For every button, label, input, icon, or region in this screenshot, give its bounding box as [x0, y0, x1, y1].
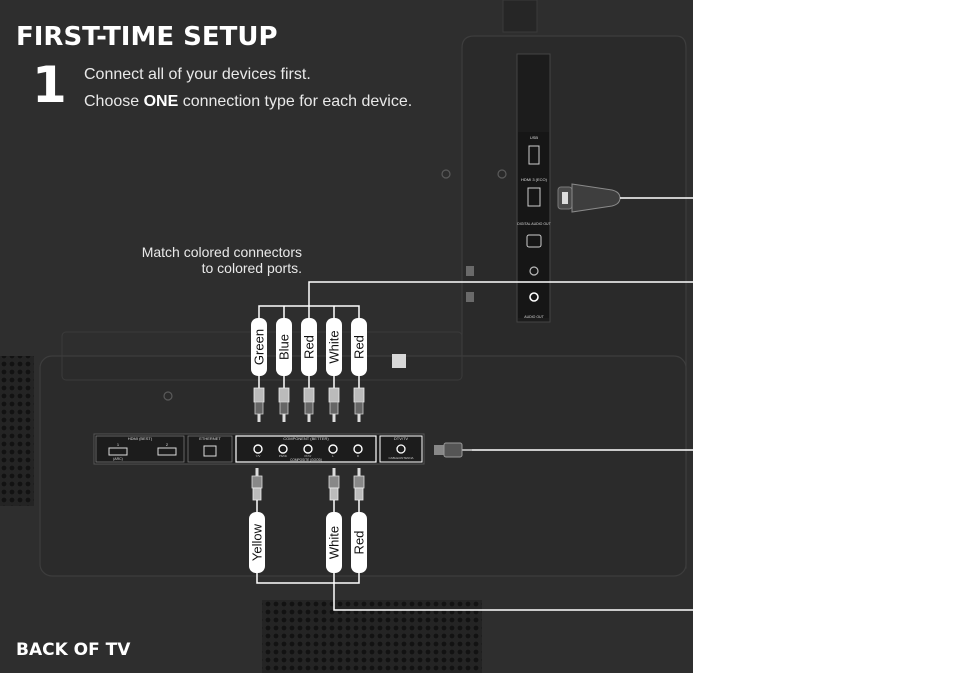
- cable-label-yellow: Yellow: [249, 512, 265, 573]
- ethernet-group: [187, 435, 233, 463]
- cable-label-text: Green: [252, 329, 267, 365]
- page-title: FIRST-TIME SETUP: [16, 22, 278, 52]
- leader-lines: [256, 144, 954, 611]
- hdmi-header: HDMI (BEST): [128, 436, 153, 441]
- cable-label-text: Blue: [277, 334, 292, 360]
- clip: [466, 266, 474, 276]
- composite-label: COMPOSITE (GOOD): [290, 458, 322, 462]
- ethernet-port: [203, 445, 217, 457]
- upper-cable-labels: Green Blue Red White Red: [251, 318, 367, 376]
- usb-label: USB: [530, 135, 539, 140]
- l-label: L: [332, 454, 334, 458]
- instruction-prefix: Choose: [84, 93, 144, 110]
- cable-label: CABLE/ANTENNA: [388, 456, 413, 460]
- hdmi2-port: [157, 447, 177, 456]
- cable-label-green: Green: [251, 318, 267, 376]
- coax-cable-plug: [434, 442, 826, 458]
- l-port: [328, 444, 338, 454]
- step-number: 1: [32, 56, 67, 114]
- hdmi-cable-plug: [557, 183, 826, 213]
- instruction-emphasis: ONE: [143, 93, 179, 110]
- component-group: [235, 435, 377, 463]
- instruction-line-1: Connect all of your devices first.: [84, 66, 311, 83]
- hdmi3-label: HDMI 3 (ECO): [521, 177, 548, 182]
- cable-label-blue: Blue: [276, 318, 292, 376]
- hdmi1-label: 1: [117, 442, 120, 447]
- cable-label-text: Red: [352, 335, 367, 359]
- pb-label: Pb/Cb: [279, 454, 288, 458]
- rca-plug: [353, 468, 365, 512]
- component-header: COMPONENT (BETTER): [283, 436, 329, 441]
- hint-line-2: to colored ports.: [201, 260, 302, 276]
- pr-label: Pr/Cr: [305, 454, 312, 458]
- dtv-group: [379, 435, 423, 463]
- cable-label-red: Red: [351, 512, 367, 573]
- speaker-grille-left: [0, 356, 34, 506]
- hint-line-1: Match colored connectors: [141, 244, 302, 260]
- optical-port: [526, 234, 542, 248]
- hdmi2-label: 2: [166, 442, 169, 447]
- optical-label: DIGITAL AUDIO OUT: [517, 222, 551, 226]
- rca-plug: [328, 468, 340, 512]
- rca-plug: [251, 468, 263, 512]
- cable-label-text: White: [327, 526, 342, 559]
- cable-label-red: Red: [301, 318, 317, 376]
- hdmi1-port: [108, 447, 128, 456]
- back-of-tv-label: BACK OF TV: [16, 640, 131, 660]
- stand-pillar: [502, 0, 538, 33]
- r-port: [353, 444, 363, 454]
- rca-plug: [278, 376, 290, 422]
- clip: [392, 354, 406, 368]
- rca-plug: [253, 376, 265, 422]
- audio-port-2: [529, 292, 539, 302]
- rca-plugs-upper: [253, 376, 365, 422]
- lower-cable-labels: Yellow White Red: [249, 512, 367, 573]
- rca-plug: [303, 376, 315, 422]
- side-port-panel: USB HDMI 3 (ECO) DIGITAL AUDIO OUT AUDIO…: [516, 53, 552, 323]
- y-port: [253, 444, 263, 454]
- hdmi3-port: [527, 187, 541, 207]
- instruction-line-2: Choose ONE connection type for each devi…: [84, 93, 412, 111]
- ethernet-label: ETHERNET: [199, 436, 221, 441]
- rca-plug: [328, 376, 340, 422]
- y-label: Y/V: [256, 454, 261, 458]
- rca-plug: [353, 376, 365, 422]
- bottom-port-panel: HDMI (BEST) 1 (ARC) 2 ETHERNET COMPONENT…: [93, 433, 425, 465]
- hdmi1-sub: (ARC): [113, 457, 123, 461]
- audio-out-label: AUDIO OUT: [524, 315, 544, 319]
- rca-plugs-lower: [251, 468, 365, 512]
- audio-port-1: [529, 266, 539, 276]
- hdmi-group: [95, 435, 185, 463]
- speaker-grille-bottom: [262, 600, 482, 673]
- dtv-header: DTV/TV: [394, 436, 409, 441]
- coax-port: [396, 444, 406, 454]
- instruction-suffix: connection type for each device.: [178, 93, 413, 110]
- pr-port: [303, 444, 313, 454]
- r-label: R: [357, 454, 360, 458]
- pb-port: [278, 444, 288, 454]
- usb-port: [528, 145, 540, 165]
- cable-label-white: White: [326, 512, 342, 573]
- clip: [466, 292, 474, 302]
- cable-label-text: Yellow: [250, 523, 265, 561]
- cable-label-text: Red: [352, 531, 367, 555]
- cable-label-red: Red: [351, 318, 367, 376]
- cable-label-white: White: [326, 318, 342, 376]
- cable-label-text: White: [327, 330, 342, 363]
- cable-label-text: Red: [302, 335, 317, 359]
